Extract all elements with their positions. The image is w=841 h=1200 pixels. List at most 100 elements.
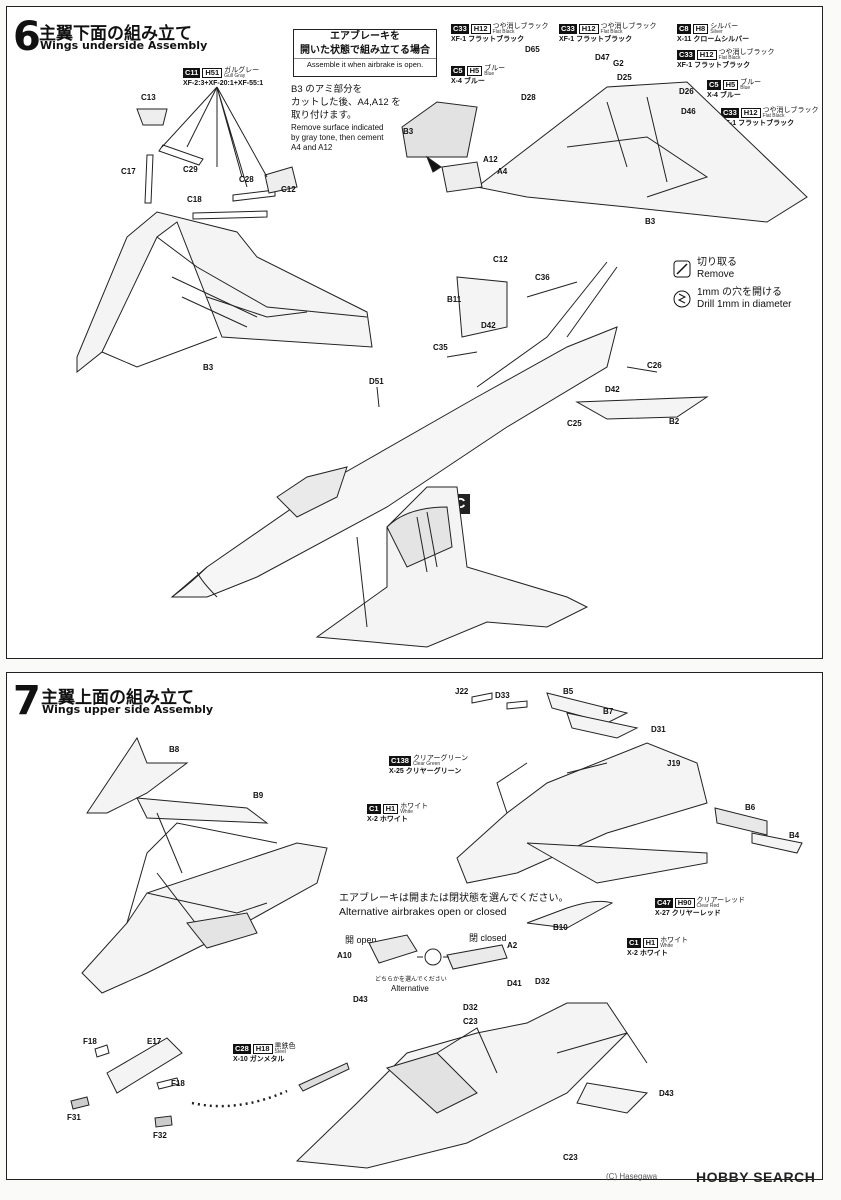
paint-name-jp: クリアーレッド: [696, 897, 746, 904]
left-fuselage-wing: [81, 842, 328, 994]
part-label: B3: [403, 127, 414, 136]
part-label: B3: [645, 217, 656, 226]
paint-name-en: Silver: [710, 29, 723, 35]
part-label: J19: [667, 759, 681, 768]
paint-name-jp: ホワイト: [400, 803, 429, 810]
part-label: J22: [455, 687, 469, 696]
part-label: C13: [141, 93, 156, 102]
part-label: B6: [745, 803, 756, 812]
part-label: C17: [121, 167, 136, 176]
paint-name-en: Flat Black: [718, 55, 741, 61]
paint-color-code: X-10 ガンメタル: [233, 1056, 285, 1063]
paint-mix: XF-2:3+XF-20:1+XF-55:1: [183, 80, 264, 87]
part-label: D47: [595, 53, 610, 62]
paint-color-code: X-27 クリヤーレッド: [655, 910, 721, 917]
lower-wing-assembly: [315, 486, 589, 648]
hobbysearch-logo: HOBBY SEARCH: [696, 1169, 816, 1185]
part-label: D42: [605, 385, 620, 394]
part-label: G2: [613, 59, 624, 68]
open-label: 開 open: [345, 935, 377, 945]
part-label: D41: [507, 979, 522, 988]
part-label: D46: [681, 107, 696, 116]
paint-name-en: Blue: [484, 71, 495, 77]
paint-code: C33: [451, 24, 469, 34]
paint-name-jp: シルバー: [710, 23, 739, 30]
paint-color-code: X-2 ホワイト: [627, 950, 668, 957]
step7-title-jp: 主翼上面の組み立て: [41, 688, 194, 708]
airbrake-choice-jp: エアブレーキは開または閉状態を選んでください。: [339, 893, 569, 904]
part-label: C29: [183, 165, 198, 174]
part-label: B3: [203, 363, 214, 372]
part-label: B5: [563, 687, 574, 696]
closed-label: 閉 closed: [469, 933, 507, 943]
paint-name-jp: つや消しブラック: [718, 49, 775, 56]
paint-color-code: X-25 クリヤーグリーン: [389, 768, 462, 775]
paint-code: C138: [389, 756, 411, 766]
step6-title-en: Wings underside Assembly: [40, 39, 208, 52]
paint-color-code: X-11 クロームシルバー: [677, 36, 750, 43]
paint-h-code: H12: [578, 24, 599, 34]
part-label: E17: [147, 1037, 162, 1046]
paint-color-code: X-4 ブルー: [707, 92, 741, 99]
part-label: B4: [789, 831, 800, 840]
paint-h-code: H90: [674, 898, 695, 908]
part-label: D43: [659, 1089, 674, 1098]
paint-h-code: H12: [470, 24, 491, 34]
paint-h-code: H5: [466, 66, 483, 76]
paint-code: C5: [707, 80, 721, 90]
paint-name-en: Clear Green: [412, 761, 441, 767]
part-label: D32: [535, 977, 550, 986]
step7-panel: 7 主翼上面の組み立て Wings upper side Assembly エア…: [6, 672, 823, 1180]
part-label: C18: [187, 195, 202, 204]
part-label: C36: [535, 273, 550, 282]
paint-h-code: H12: [740, 108, 761, 118]
step7-illustration: [70, 692, 803, 1169]
part-label: C23: [463, 1017, 478, 1026]
part-label: C12: [493, 255, 508, 264]
part-label: B2: [669, 417, 680, 426]
paint-name-en: White: [400, 809, 413, 815]
paint-name-jp: ガルグレー: [224, 67, 260, 74]
airbrake-choice-en: Alternative airbrakes open or closed: [339, 906, 507, 918]
airbrake-open-callout: エアブレーキを 開いた状態で組み立てる場合 Assemble it when a…: [293, 29, 437, 77]
paint-name-en: Steel: [274, 1049, 286, 1055]
part-label: D32: [463, 1003, 478, 1012]
paint-name-en: Gull Gray: [224, 73, 246, 79]
step6-illustration: [76, 81, 808, 648]
paint-name-en: Flat Black: [600, 29, 623, 35]
paint-name-jp: ブルー: [740, 79, 762, 86]
part-label: C35: [433, 343, 448, 352]
paint-name-en: Blue: [740, 85, 751, 91]
paint-color-code: XF-1 フラットブラック: [677, 62, 751, 69]
legend-remove-en: Remove: [697, 269, 735, 280]
knife-icon: [673, 260, 691, 278]
paint-name-jp: ブルー: [484, 65, 506, 72]
paint-code: C28: [233, 1044, 251, 1054]
part-label: C28: [239, 175, 254, 184]
step7-title-en: Wings upper side Assembly: [42, 703, 214, 716]
paint-h-code: H8: [692, 24, 709, 34]
paint-code: C47: [655, 898, 673, 908]
paint-h-code: H18: [252, 1044, 273, 1054]
paint-name-jp: つや消しブラック: [600, 23, 657, 30]
paint-name-jp: ホワイト: [660, 937, 689, 944]
step6-number: 6: [13, 14, 41, 60]
paint-name-en: White: [660, 943, 673, 949]
callout-en: Assemble it when airbrake is open.: [294, 58, 436, 70]
part-label: F32: [153, 1131, 167, 1140]
paint-name-en: Flat Black: [762, 113, 785, 119]
callout-jp: エアブレーキを 開いた状態で組み立てる場合: [300, 31, 430, 56]
part-label: A4: [497, 167, 508, 176]
paint-callout-gull-gray: C11 H51 ガルグレー Gull Gray XF-2:3+XF-20:1+X…: [183, 67, 263, 88]
part-label: D28: [521, 93, 536, 102]
